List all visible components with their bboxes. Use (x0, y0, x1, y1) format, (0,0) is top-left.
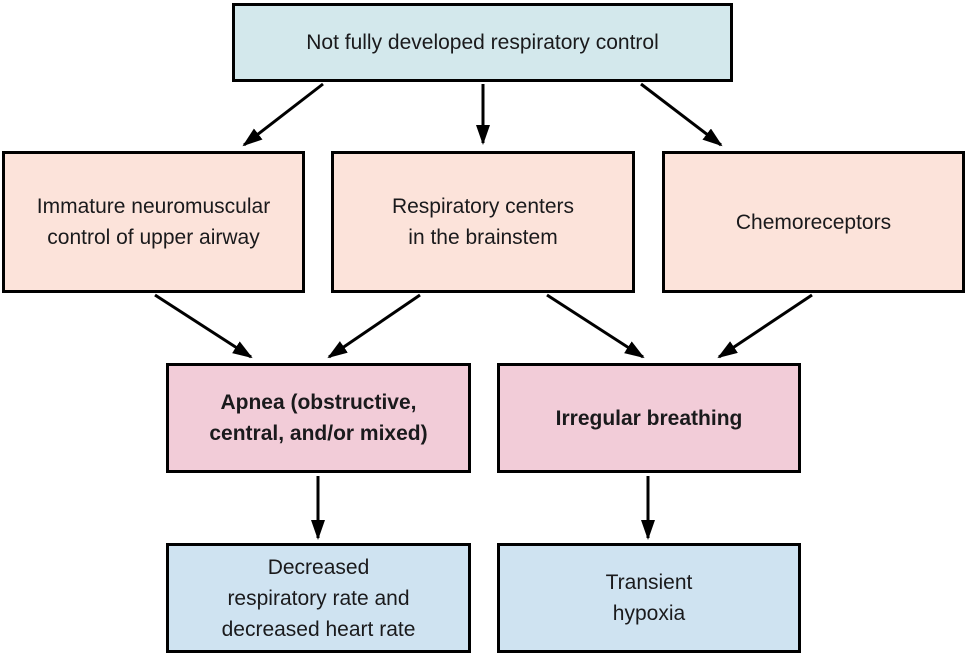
node-label: Irregular breathing (555, 406, 743, 430)
node-label: Transient hypoxia (605, 571, 693, 625)
node-respiratory-centers-brainstem: Respiratory centers in the brainstem (331, 151, 635, 293)
node-label: Respiratory centers in the brainstem (391, 195, 575, 249)
node-decreased-respiratory-heart-rate: Decreased respiratory rate and decreased… (166, 543, 471, 653)
arrow-immature-to-apnea (154, 293, 253, 359)
node-label: Not fully developed respiratory control (306, 31, 659, 54)
node-transient-hypoxia: Transient hypoxia (497, 543, 801, 653)
arrow-chemo-to-irregular (717, 293, 813, 359)
node-apnea: Apnea (obstructive, central, and/or mixe… (166, 363, 471, 473)
node-label: Decreased respiratory rate and decreased… (221, 555, 416, 641)
node-irregular-breathing: Irregular breathing (497, 363, 801, 473)
node-label: Immature neuromuscular control of upper … (36, 195, 271, 249)
arrow-root-to-immature (242, 82, 324, 147)
node-chemoreceptors: Chemoreceptors (662, 151, 965, 293)
node-not-fully-developed-respiratory-control: Not fully developed respiratory control (232, 3, 733, 82)
arrow-brainstem-to-apnea (327, 293, 421, 359)
node-label: Chemoreceptors (735, 210, 892, 234)
arrow-brainstem-to-irregular (546, 293, 645, 359)
arrow-root-to-chemo (640, 82, 723, 147)
node-label: Apnea (obstructive, central, and/or mixe… (209, 391, 428, 445)
node-immature-neuromuscular-control: Immature neuromuscular control of upper … (2, 151, 305, 293)
